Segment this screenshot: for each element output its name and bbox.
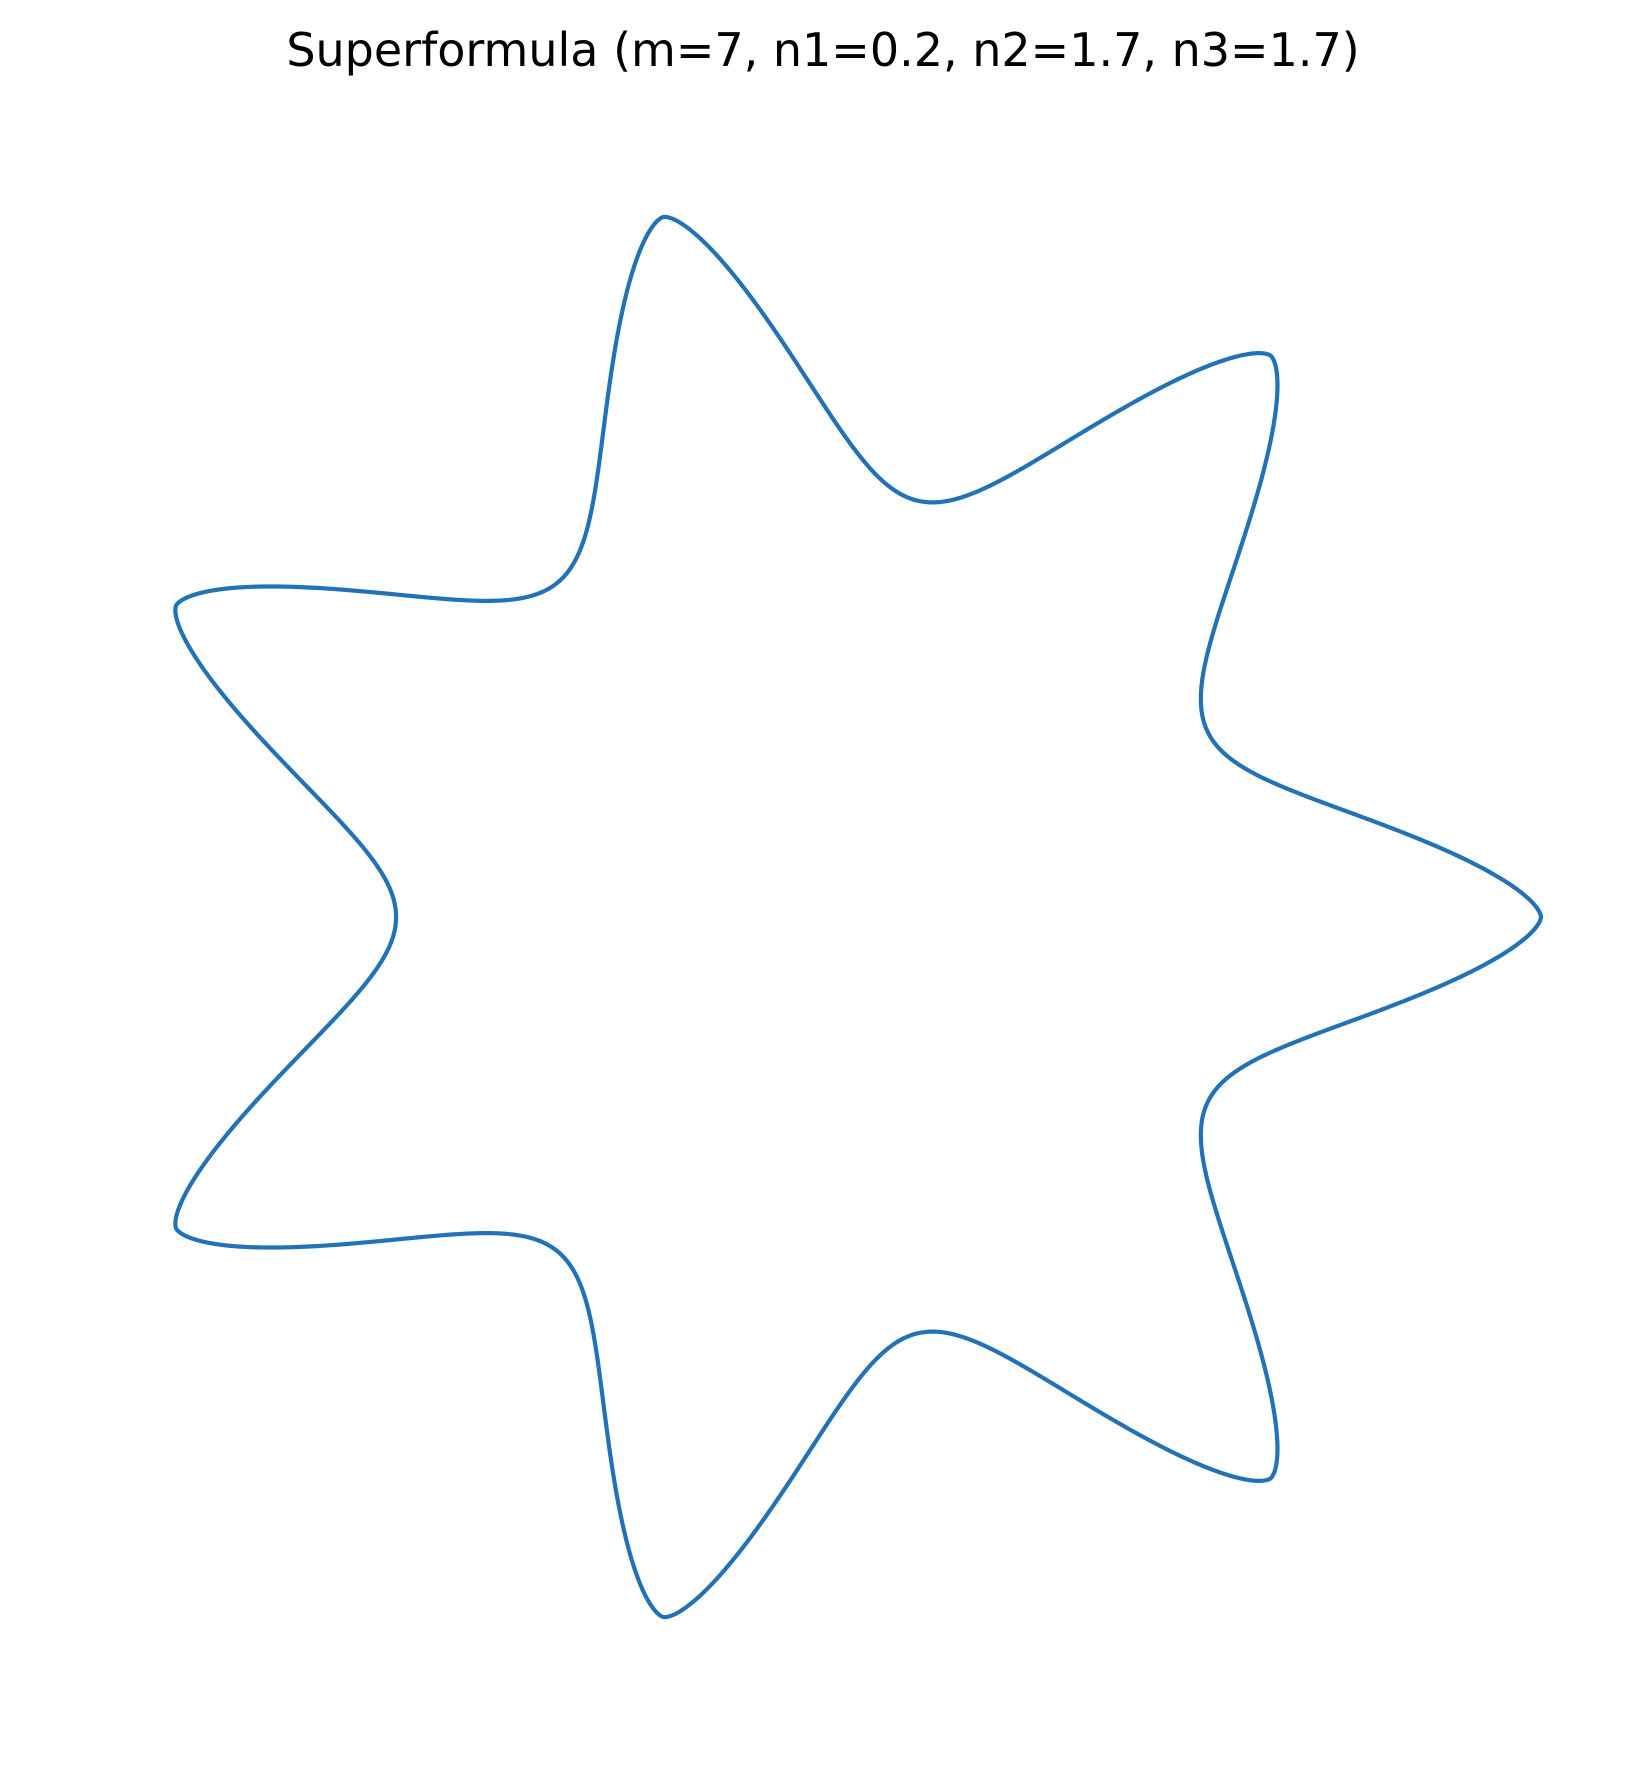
chart-title: Superformula (m=7, n1=0.2, n2=1.7, n3=1.… [286, 23, 1360, 77]
superformula-curve [173, 214, 1544, 1620]
